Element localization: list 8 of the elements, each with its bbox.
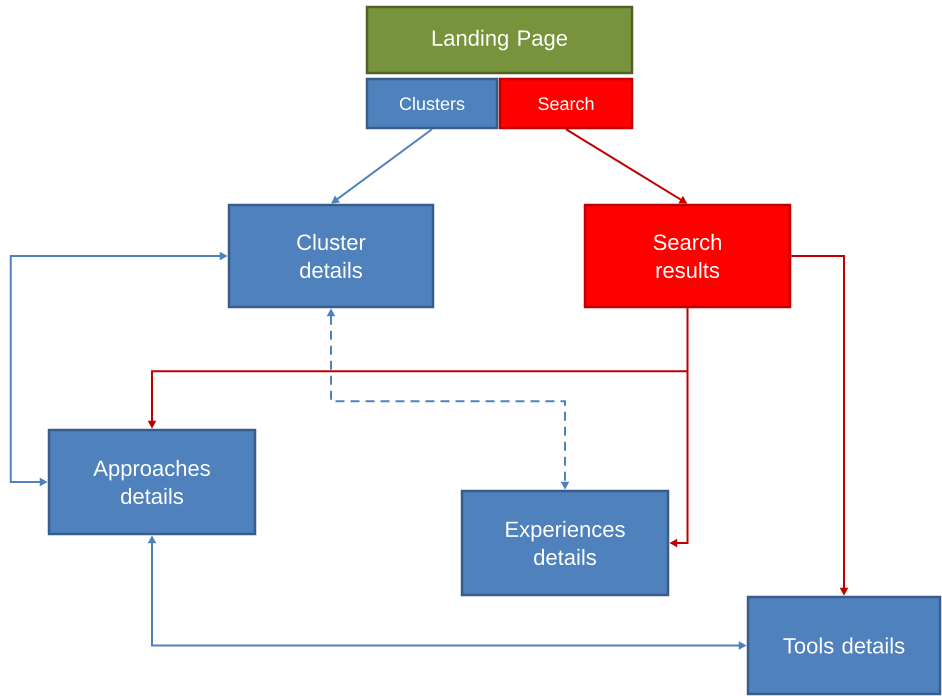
tab-box: Clusters	[366, 78, 498, 130]
page-box: Search results	[584, 204, 792, 308]
page-box: Approaches details	[48, 428, 256, 536]
page-box: Experiences details	[460, 490, 670, 596]
page-box: Cluster details	[228, 204, 434, 308]
tab-box: Search	[498, 78, 634, 130]
page-box: Landing Page	[366, 6, 634, 74]
page-box: Tools details	[746, 596, 942, 696]
